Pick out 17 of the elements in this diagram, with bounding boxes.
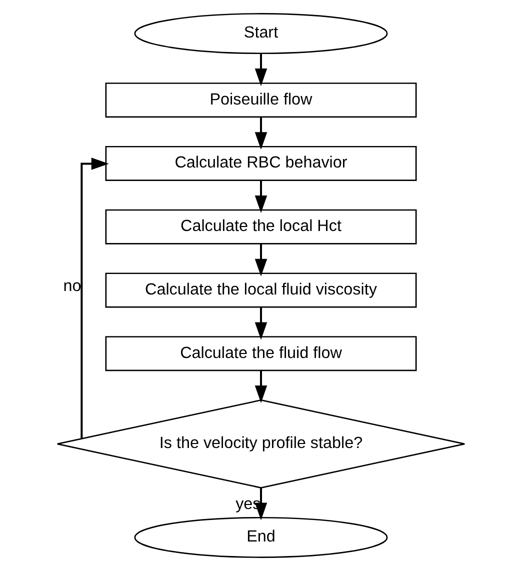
node-box: Calculate the local fluid viscosity bbox=[104, 272, 416, 308]
node-box: Calculate the local Hct bbox=[104, 209, 416, 244]
arrow bbox=[80, 158, 108, 439]
node-diamond: Is the velocity profile stable? bbox=[56, 399, 465, 488]
arrow bbox=[254, 117, 267, 150]
arrow bbox=[254, 370, 267, 404]
arrow bbox=[254, 54, 267, 86]
node-box: Poiseuille flow bbox=[104, 82, 416, 118]
edge-label: no bbox=[62, 277, 81, 296]
node-ellipse: End bbox=[134, 516, 388, 558]
arrow bbox=[254, 180, 267, 214]
arrow bbox=[254, 308, 267, 340]
node-ellipse: Start bbox=[134, 13, 388, 54]
arrow bbox=[254, 244, 267, 276]
arrow bbox=[254, 488, 267, 520]
node-box: Calculate the fluid flow bbox=[104, 336, 416, 372]
node-box: Calculate RBC behavior bbox=[104, 146, 416, 181]
